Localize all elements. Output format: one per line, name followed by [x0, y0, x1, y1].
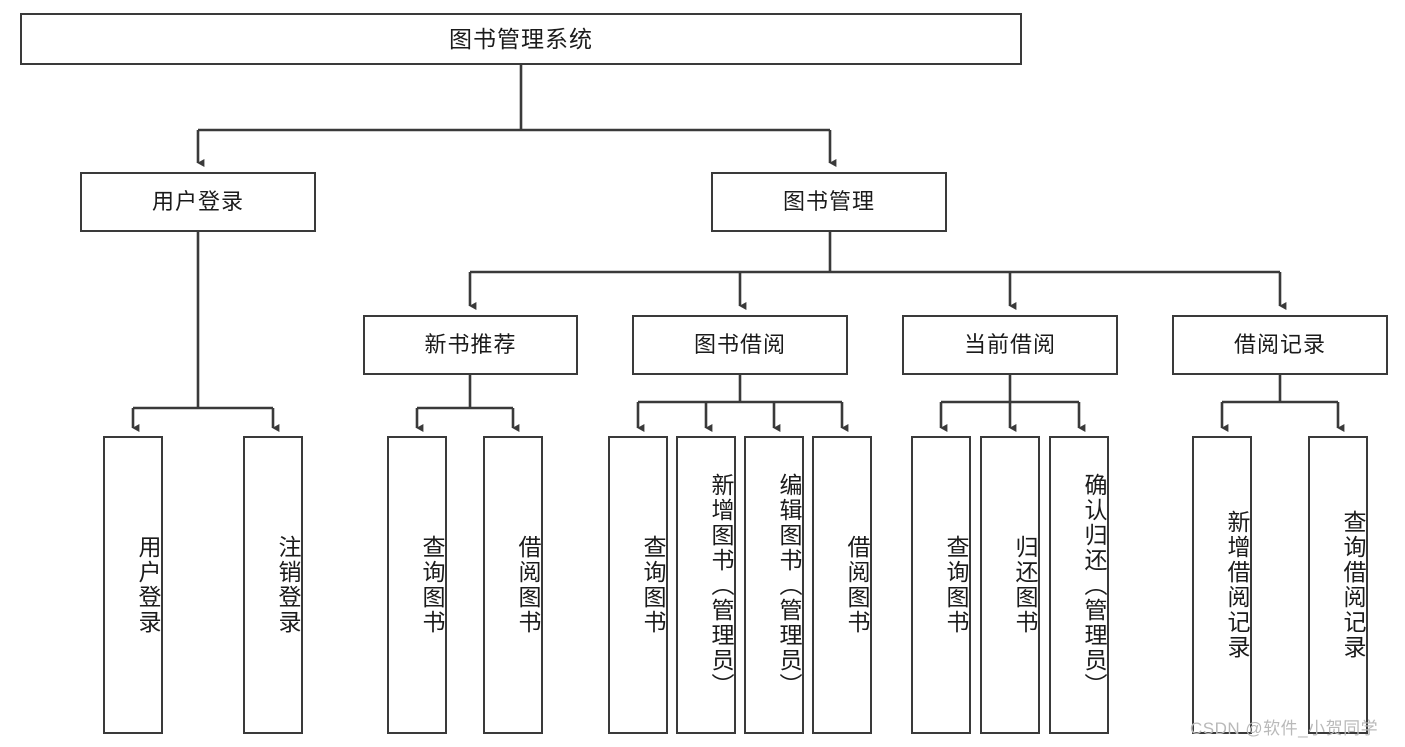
- node-book-borrowing[interactable]: 图书借阅: [632, 315, 848, 375]
- node-label: 编辑图书（管理员）: [776, 472, 802, 698]
- node-label: 新增借阅记录: [1224, 510, 1250, 660]
- node-label: 新书推荐: [424, 332, 517, 357]
- node-leaf-logout[interactable]: 注销登录: [243, 436, 303, 734]
- node-label: 归还图书: [1012, 535, 1038, 635]
- node-label: 图书管理: [782, 189, 875, 214]
- node-leaf-confirm-return-admin[interactable]: 确认归还（管理员）: [1049, 436, 1109, 734]
- node-leaf-add-book-admin[interactable]: 新增图书（管理员）: [676, 436, 736, 734]
- node-book-management[interactable]: 图书管理: [711, 172, 947, 232]
- node-leaf-borrow-books-newbook[interactable]: 借阅图书: [483, 436, 543, 734]
- node-leaf-add-borrow-record[interactable]: 新增借阅记录: [1192, 436, 1252, 734]
- node-label: 用户登录: [151, 189, 244, 214]
- node-new-book-recommendation[interactable]: 新书推荐: [363, 315, 578, 375]
- node-leaf-edit-book-admin[interactable]: 编辑图书（管理员）: [744, 436, 804, 734]
- node-label: 借阅图书: [515, 535, 541, 635]
- node-label: 用户登录: [135, 535, 161, 635]
- node-label: 新增图书（管理员）: [708, 472, 734, 698]
- node-label: 当前借阅: [963, 332, 1056, 357]
- node-label: 确认归还（管理员）: [1081, 472, 1107, 698]
- node-leaf-return-books[interactable]: 归还图书: [980, 436, 1040, 734]
- node-label: 查询图书: [419, 535, 445, 635]
- node-label: 查询图书: [943, 535, 969, 635]
- node-label: 借阅图书: [844, 535, 870, 635]
- node-leaf-user-login[interactable]: 用户登录: [103, 436, 163, 734]
- node-label: 图书管理系统: [449, 25, 593, 52]
- node-current-borrowing[interactable]: 当前借阅: [902, 315, 1118, 375]
- node-leaf-query-borrow-record[interactable]: 查询借阅记录: [1308, 436, 1368, 734]
- node-leaf-borrow-books[interactable]: 借阅图书: [812, 436, 872, 734]
- node-label: 借阅记录: [1233, 332, 1326, 357]
- node-leaf-query-books-borrow[interactable]: 查询图书: [608, 436, 668, 734]
- node-label: 图书借阅: [693, 332, 786, 357]
- node-root-library-system[interactable]: 图书管理系统: [20, 13, 1022, 65]
- node-borrow-records[interactable]: 借阅记录: [1172, 315, 1388, 375]
- node-leaf-query-books-current[interactable]: 查询图书: [911, 436, 971, 734]
- csdn-watermark: CSDN @软件_小贺同学: [1190, 719, 1379, 738]
- node-leaf-query-books-newbook[interactable]: 查询图书: [387, 436, 447, 734]
- node-user-login[interactable]: 用户登录: [80, 172, 316, 232]
- node-label: 注销登录: [275, 535, 301, 635]
- node-label: 查询图书: [640, 535, 666, 635]
- node-label: 查询借阅记录: [1340, 510, 1366, 660]
